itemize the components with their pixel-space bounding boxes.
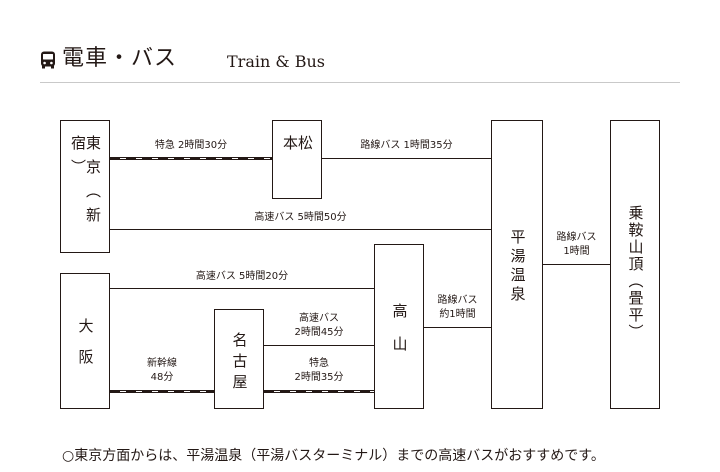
route-line-takayama-hirayu [423,327,491,328]
route-label-nagoya-takayama-express-line1: 特急 [309,358,329,369]
station-matsumoto: 松本 [272,120,322,199]
route-label-takayama-hirayu-line1: 路線バス [437,295,478,306]
station-tokyo-subname: （新宿） [69,135,102,231]
route-label-osaka-takayama: 高速バス 5時間20分 [195,271,289,282]
station-nagoya-name: 名古屋 [230,332,249,395]
station-norikura-name: 乗鞍山頂 [626,205,645,273]
route-line-tokyo-hirayu [110,229,491,230]
route-label-matsumoto-hirayu: 路線バス 1時間35分 [360,140,453,151]
route-label-tokyo-matsumoto: 特急 2時間30分 [154,140,228,151]
route-label-hirayu-norikura-line2: 1時間 [563,246,590,257]
route-label-nagoya-takayama-bus-line1: 高速バス [299,313,339,324]
route-label-takayama-hirayu-line2: 約1時間 [439,309,476,320]
route-label-osaka-nagoya-line2: 48分 [150,372,174,383]
route-label-osaka-nagoya-line1: 新幹線 [147,358,177,369]
station-tokyo-name: 東京 [84,135,102,183]
station-hirayu-onsen: 平湯温泉 [491,120,543,409]
route-line-nagoya-takayama-express [264,390,374,393]
station-norikura: 乗鞍山頂（畳平） [610,120,660,409]
route-label-nagoya-takayama-express-line2: 2時間35分 [294,372,344,383]
route-line-nagoya-takayama-bus [264,345,374,346]
route-line-tokyo-matsumoto [110,157,272,160]
route-line-osaka-nagoya [110,390,214,393]
section-title-english: Train & Bus [227,52,325,71]
section-header: 電車・バス Train & Bus [40,40,680,83]
access-note: ○東京方面からは、平湯温泉（平湯バスターミナル）までの高速バスがおすすめです。 [62,448,605,464]
route-label-nagoya-takayama-bus-line2: 2時間45分 [294,327,344,338]
station-takayama: 高山 [374,244,424,409]
station-osaka-name: 大阪 [76,318,95,380]
bus-icon [41,51,55,69]
station-tokyo: 東京（新宿） [60,120,110,253]
station-osaka: 大阪 [60,273,110,409]
station-matsumoto-name: 松本 [281,135,314,168]
station-takayama-name: 高山 [390,303,409,369]
station-norikura-subname: （畳平） [626,273,645,341]
station-hirayu-name: 平湯温泉 [508,229,527,305]
route-label-hirayu-norikura-line1: 路線バス [556,232,597,243]
section-title: 電車・バス [62,46,178,71]
route-line-hirayu-norikura [543,264,610,265]
route-line-matsumoto-hirayu [321,158,491,159]
route-label-tokyo-hirayu: 高速バス 5時間50分 [254,212,347,223]
route-line-osaka-takayama [110,288,374,289]
station-nagoya: 名古屋 [214,309,264,409]
